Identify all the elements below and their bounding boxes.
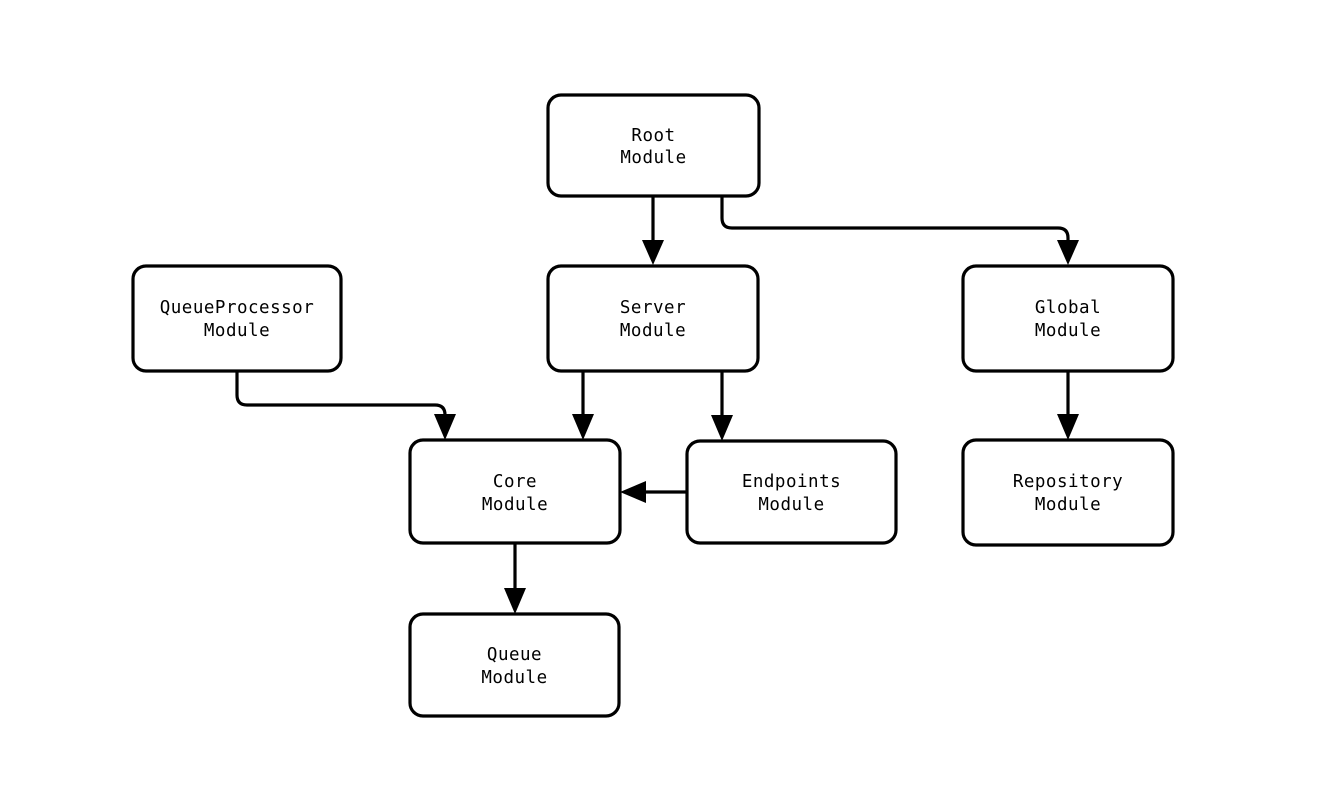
- node-repository-module-label-line2: Module: [1035, 495, 1101, 515]
- node-server-module-box[interactable]: [546, 264, 760, 373]
- edge-queueprocessor-core: [235, 371, 456, 440]
- node-root-module-label-line1: Root: [631, 126, 675, 146]
- node-repository-module-label-line1: Repository: [1013, 472, 1123, 492]
- node-queueprocessor-module-label-line1: QueueProcessor: [160, 298, 315, 318]
- node-endpoints-module[interactable]: Endpoints Module: [685, 439, 898, 545]
- node-server-module-label-line2: Module: [620, 321, 686, 341]
- node-queue-module-box[interactable]: [408, 612, 621, 718]
- edge-root-global: [720, 196, 1079, 265]
- node-endpoints-module-box[interactable]: [685, 439, 898, 545]
- node-server-module[interactable]: Server Module: [546, 264, 760, 373]
- node-root-module[interactable]: Root Module: [546, 93, 761, 198]
- edge-server-endpoints-arrowhead: [711, 415, 733, 441]
- node-repository-module[interactable]: Repository Module: [961, 438, 1175, 547]
- edge-endpoints-core: [620, 481, 687, 503]
- node-endpoints-module-label-line2: Module: [758, 495, 824, 515]
- node-repository-module-box[interactable]: [961, 438, 1175, 547]
- edge-queueprocessor-core-arrowhead: [434, 414, 456, 440]
- edge-server-core-arrowhead: [572, 414, 594, 440]
- node-root-module-label-line2: Module: [620, 148, 686, 168]
- edge-server-core: [572, 371, 594, 440]
- edge-endpoints-core-arrowhead: [620, 481, 646, 503]
- node-global-module-label-line1: Global: [1035, 298, 1101, 318]
- edge-core-queue-arrowhead: [504, 588, 526, 614]
- node-core-module[interactable]: Core Module: [408, 438, 622, 545]
- node-global-module-box[interactable]: [961, 264, 1175, 373]
- node-core-module-label-line1: Core: [493, 472, 537, 492]
- node-core-module-label-line2: Module: [482, 495, 548, 515]
- edge-root-global-arrowhead: [1057, 240, 1079, 265]
- node-queue-module-label-line2: Module: [481, 668, 547, 688]
- node-queueprocessor-module-label-line2: Module: [204, 321, 270, 341]
- node-endpoints-module-label-line1: Endpoints: [742, 472, 841, 492]
- edge-root-global-line: [720, 196, 1070, 246]
- edge-core-queue: [504, 543, 526, 614]
- edge-global-repository-arrowhead: [1057, 414, 1079, 440]
- node-queue-module[interactable]: Queue Module: [408, 612, 621, 718]
- edge-global-repository: [1057, 371, 1079, 440]
- node-core-module-box[interactable]: [408, 438, 622, 545]
- edge-root-server-arrowhead: [642, 240, 664, 265]
- edge-root-server: [642, 196, 664, 265]
- edge-server-endpoints: [711, 371, 733, 441]
- node-global-module[interactable]: Global Module: [961, 264, 1175, 373]
- node-root-module-box[interactable]: [546, 93, 761, 198]
- node-global-module-label-line2: Module: [1035, 321, 1101, 341]
- node-server-module-label-line1: Server: [620, 298, 686, 318]
- node-queueprocessor-module[interactable]: QueueProcessor Module: [131, 264, 343, 373]
- edge-queueprocessor-core-line: [235, 371, 447, 420]
- node-queueprocessor-module-box[interactable]: [131, 264, 343, 373]
- node-queue-module-label-line1: Queue: [487, 645, 542, 665]
